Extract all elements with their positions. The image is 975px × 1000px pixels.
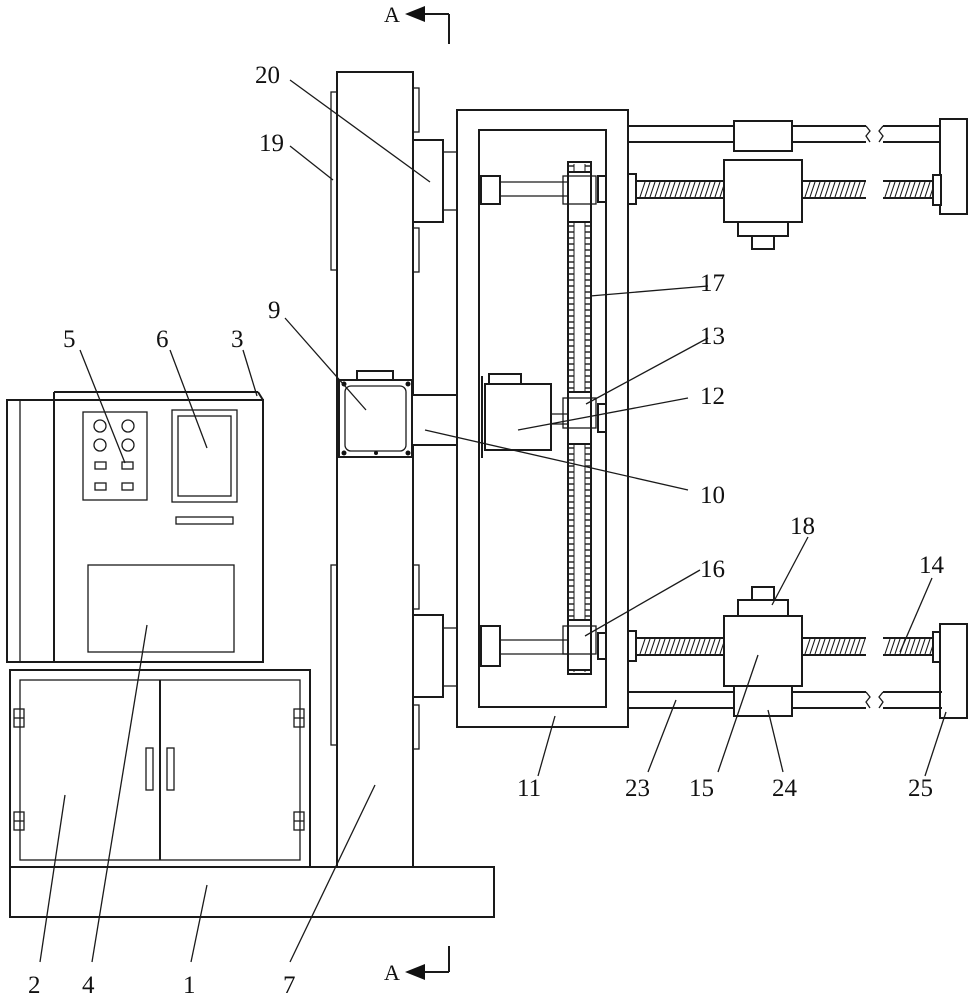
switch: [121, 482, 134, 491]
section-arrow-top: [405, 6, 425, 22]
label-13: 13: [700, 323, 725, 350]
label-10: 10: [700, 482, 725, 509]
switch: [94, 482, 107, 491]
label-14: 14: [919, 552, 945, 579]
label-4: 4: [82, 972, 95, 999]
bottom-rail-assembly: [627, 586, 968, 719]
label-23: 23: [625, 775, 650, 802]
section-mark-bottom: A: [384, 946, 450, 985]
label-6: 6: [156, 326, 169, 353]
end-plate-top: [939, 118, 968, 215]
label-20: 20: [255, 62, 280, 89]
knob: [93, 438, 107, 452]
front-panel: [87, 564, 235, 653]
gear-16: [567, 619, 592, 671]
reference-numerals: 20 19 9 5 6 3 17 13 12 10 18 16 14 11 23…: [28, 62, 945, 999]
leader-lines: [39, 79, 947, 963]
knob: [93, 419, 107, 433]
label-25: 25: [908, 775, 933, 802]
top-rail-assembly: [627, 118, 968, 250]
base-plate: [9, 866, 495, 918]
gear-top: [567, 171, 592, 223]
end-plate-25: [939, 623, 968, 719]
cabinet-handle-right: [166, 747, 175, 791]
section-mark-bottom-text: A: [384, 960, 400, 985]
knob: [121, 419, 135, 433]
slider-bottom: [412, 614, 444, 698]
label-16: 16: [700, 556, 725, 583]
section-mark-top: A: [384, 2, 450, 44]
label-3: 3: [231, 326, 244, 353]
label-17: 17: [700, 270, 725, 297]
label-15: 15: [689, 775, 714, 802]
cabinet-handle-left: [145, 747, 154, 791]
label-9: 9: [268, 297, 281, 324]
motor: [338, 370, 413, 458]
switch: [121, 461, 134, 470]
top-block-18: [737, 599, 789, 617]
vertical-column: [330, 71, 420, 868]
button-panel: [82, 411, 148, 501]
label-18: 18: [790, 513, 815, 540]
moving-frame: [456, 109, 629, 728]
label-24: 24: [772, 775, 798, 802]
label-2: 2: [28, 972, 41, 999]
label-5: 5: [63, 326, 76, 353]
control-box: [6, 391, 264, 663]
lower-cabinet: [9, 669, 311, 868]
switch: [94, 461, 107, 470]
label-12: 12: [700, 383, 725, 410]
label-19: 19: [259, 130, 284, 157]
nut-block-15: [723, 615, 803, 687]
nut-block-top: [723, 159, 803, 223]
slot: [175, 516, 234, 525]
section-arrow-bottom: [405, 964, 425, 980]
label-1: 1: [183, 972, 196, 999]
label-11: 11: [517, 775, 541, 802]
section-mark-top-text: A: [384, 2, 400, 27]
knob: [121, 438, 135, 452]
guide-rail-19: [330, 91, 338, 271]
label-7: 7: [283, 972, 296, 999]
coupling: [411, 394, 458, 446]
display-screen: [171, 409, 238, 503]
